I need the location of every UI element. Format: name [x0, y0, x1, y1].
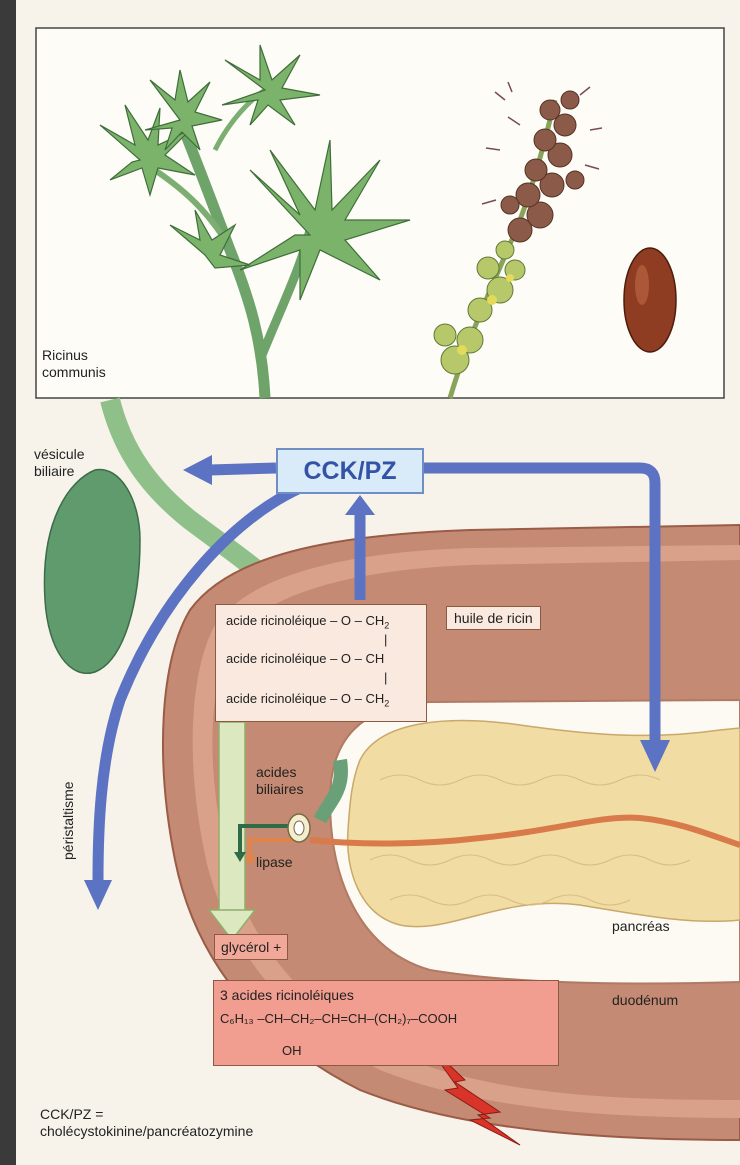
bond-2: | — [384, 670, 387, 685]
ricinoleic-acids-box: 3 acides ricinoléiques C₆H₁₃ –CH–CH₂–CH=… — [213, 980, 559, 1066]
castor-seed-illustration — [624, 248, 676, 352]
footnote: CCK/PZ =cholécystokinine/pancréatozymine — [40, 1106, 253, 1140]
pancreas-illustration — [310, 721, 740, 927]
triglyceride-row-2: acide ricinoléique – O – CH — [226, 651, 384, 666]
glycerol-box: glycérol + — [214, 934, 288, 960]
page-edge-shadow — [0, 0, 16, 1165]
bond-1: | — [384, 632, 387, 647]
ricinoleic-formula: C₆H₁₃ –CH–CH₂–CH=CH–(CH₂)₇–COOH — [220, 1011, 457, 1026]
triglyceride-box: acide ricinoléique – O – CH2 | acide ric… — [215, 604, 427, 722]
ricinoleic-oh: OH — [282, 1043, 302, 1058]
duodenum-label: duodénum — [612, 992, 678, 1009]
cck-pz-box: CCK/PZ — [276, 448, 424, 494]
triglyceride-row-3: acide ricinoléique – O – CH2 — [226, 691, 389, 709]
pancreas-label: pancréas — [612, 918, 670, 935]
huile-de-ricin-label: huile de ricin — [446, 606, 541, 630]
peristaltisme-label: péristaltisme — [60, 781, 77, 860]
ricinoleic-title: 3 acides ricinoléiques — [220, 987, 354, 1003]
plant-panel — [36, 28, 724, 398]
triglyceride-row-1: acide ricinoléique – O – CH2 — [226, 613, 389, 631]
lipase-label: lipase — [256, 854, 293, 871]
